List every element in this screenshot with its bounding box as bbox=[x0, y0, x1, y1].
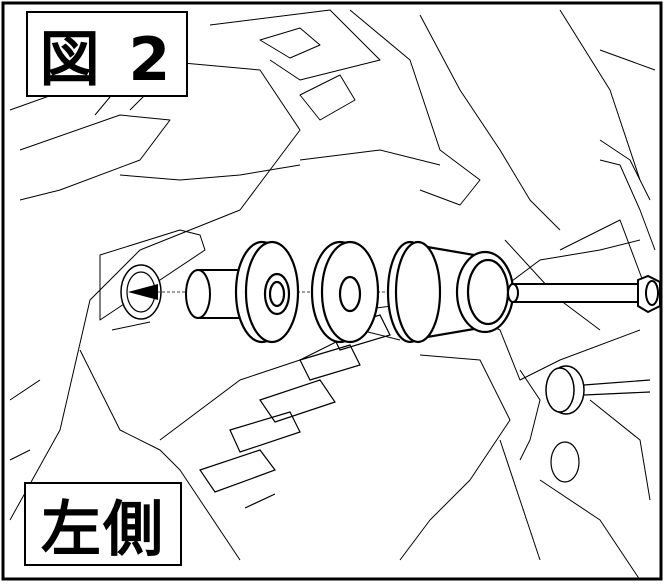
figure-number-label: 図 2 bbox=[26, 11, 188, 97]
washer-1 bbox=[234, 240, 300, 344]
side-label: 左側 bbox=[24, 482, 182, 566]
washer-2 bbox=[310, 240, 380, 344]
insertion-arrow bbox=[128, 284, 158, 300]
slider-cap bbox=[386, 240, 515, 344]
frame-emboss-lettering bbox=[199, 314, 391, 509]
mounting-bolt bbox=[507, 274, 661, 314]
side-bolt bbox=[519, 365, 651, 483]
frame-outline bbox=[9, 9, 656, 581]
